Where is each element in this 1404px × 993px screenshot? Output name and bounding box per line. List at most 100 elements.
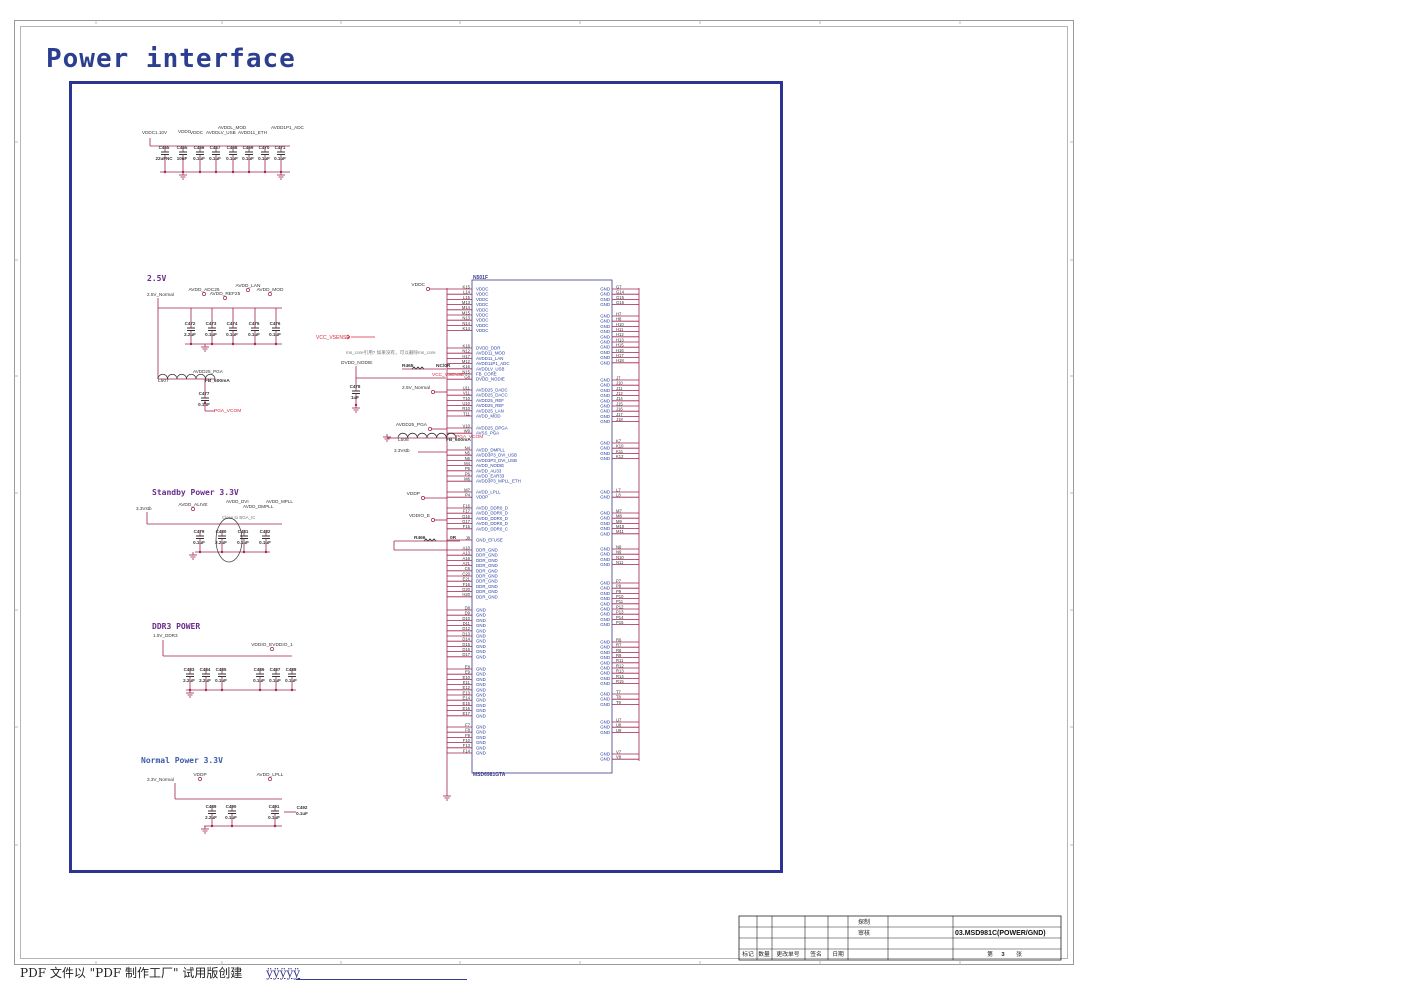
ic-pin-name: AVSS_PGA	[476, 431, 499, 436]
ic-pin-number: U11	[463, 385, 471, 390]
ic-pin-number: H7	[616, 311, 622, 316]
net-label: DVDD_NODIE	[341, 360, 372, 366]
ic-pin-name: GND	[600, 446, 610, 451]
title-block-header: 日期	[832, 951, 844, 958]
ic-pin-name: VDDC	[476, 292, 488, 297]
capacitor-ref: C489	[206, 804, 217, 809]
ic-pin-number: G20	[462, 587, 471, 592]
ic-pin-name: GND	[600, 697, 610, 702]
inductor-coil	[397, 432, 457, 439]
ic-pin-name: GND	[600, 340, 610, 345]
ic-pin-number: K10	[616, 444, 624, 449]
ic-pin-number: R9	[616, 653, 622, 658]
capacitor-value: 2.2uF	[205, 815, 217, 820]
ic-pin-number: K15	[463, 284, 471, 289]
ic-pin-number: J8	[466, 535, 471, 540]
ic-pin-name: GND	[600, 495, 610, 500]
net-label-red: VCC_VSENSE	[316, 335, 350, 341]
ic-pin-name: VDDC	[476, 318, 488, 323]
ic-pin-name: GND	[600, 757, 610, 762]
title-block-drawn: 探制	[858, 918, 870, 926]
capacitor-ref: C478	[350, 384, 361, 389]
ic-pin-number: R11	[616, 658, 624, 663]
ic-pin-number: T9	[616, 700, 622, 705]
capacitor-ref: C467	[210, 145, 221, 150]
ic-pin-name: GND	[600, 596, 610, 601]
ic-pin-number: H17	[616, 353, 624, 358]
ic-pin-number: J10	[616, 381, 623, 386]
ic-pin-name: AVDD_LPLL	[476, 490, 501, 495]
ic-pin-name: GND	[600, 586, 610, 591]
ic-pin-number: F13	[463, 743, 471, 748]
net-label: AVDDLV_USB	[206, 130, 236, 135]
resistor-zigzag	[423, 538, 437, 542]
capacitor-ref: C485	[216, 667, 227, 672]
ic-pin-name: GND	[600, 730, 610, 735]
ic-pin-number: N14	[462, 321, 470, 326]
ic-pin-name: GND	[600, 345, 610, 350]
section-title-2v5: 2.5V	[147, 274, 166, 283]
ic-pin-number: M12	[462, 359, 471, 364]
ic-pin-number: M10	[616, 524, 625, 529]
ic-pin-name: GND	[600, 419, 610, 424]
ic-pin-number: R8	[616, 648, 622, 653]
ic-pin-number: M7	[464, 487, 470, 492]
ic-pin-name: GND	[600, 591, 610, 596]
net-label: AVDD_ADC25	[188, 287, 219, 293]
ic-pin-number: N15	[462, 369, 470, 374]
ic-pin-name: AVDD3P3_DVI_USB	[476, 458, 517, 463]
capacitor-ref: C482	[260, 529, 271, 534]
ic-pin-name: GND	[476, 623, 486, 628]
capacitor-value: 0.1uF	[215, 678, 227, 683]
ic-pin-number: M7	[616, 508, 622, 513]
net-label: AVDD25_PGA	[193, 369, 224, 374]
title-block-header: 签名	[810, 950, 822, 958]
ic-pin-number: K16	[463, 343, 471, 348]
pdf-footer-link[interactable]: ÿÿÿÿÿ	[266, 966, 301, 980]
capacitor-value: 0.1uF	[193, 540, 205, 545]
capacitor-ref: C480	[216, 529, 227, 534]
net-label: 1.5V_DDR3	[153, 633, 178, 638]
capacitor-value: 2.2uF	[183, 678, 195, 683]
net-label: VDDC	[178, 129, 192, 134]
ic-pin-number: E17	[463, 711, 471, 716]
net-label: VDDP	[407, 491, 420, 497]
net-port	[246, 288, 250, 292]
ic-pin-name: GND	[600, 671, 610, 676]
capacitor-ref: C466	[194, 145, 205, 150]
capacitor-value: 0.1uF	[225, 815, 237, 820]
ic-pin-name: VDDC	[476, 328, 488, 333]
ic-pin-name: GND	[476, 672, 486, 677]
ic-pin-number: F16	[463, 503, 471, 508]
ic-pin-number: H16	[616, 348, 624, 353]
ic-pin-number: G14	[616, 290, 625, 295]
ic-pin-number: T10	[463, 396, 471, 401]
ic-pin-name: GND	[476, 677, 486, 682]
capacitor-ref: C481	[238, 529, 249, 534]
ic-pin-number: G16	[616, 300, 625, 305]
capacitor-value: 0.1uF	[209, 156, 221, 161]
ic-pin-name: VDDC	[476, 323, 488, 328]
ic-pin-number: D14	[462, 637, 470, 642]
inductor-value: FB_600mA	[205, 378, 230, 384]
capacitor-ref: C488	[286, 667, 297, 672]
ic-pin-name: VDDC	[476, 307, 488, 312]
net-label-red: PGA_VCOM	[214, 408, 241, 414]
footer-link-underline	[296, 979, 467, 980]
net-label: 2.5V_Normal	[147, 292, 174, 297]
sheet-number: 3	[1001, 952, 1005, 958]
ic-pin-name: GND	[476, 740, 486, 745]
ic-pin-name: AVDD11_LAN	[476, 356, 503, 361]
ic-pin-name: VDDC	[476, 287, 488, 292]
ic-pin-name: AVDD_DDR0_D	[476, 511, 508, 516]
title-block-header: 数量	[758, 950, 770, 958]
capacitor-ref: C475	[249, 321, 260, 326]
ic-pin-name: GND	[600, 388, 610, 393]
net-label: AVDDL_MOD	[218, 125, 247, 130]
ic-pin-name: DDR_GND	[476, 574, 498, 579]
ic-pin-number: A21	[463, 561, 471, 566]
net-label: AVDD_LAN	[236, 283, 262, 289]
capacitor-value: 0.1uF	[269, 678, 281, 683]
capacitor-ref: C469	[243, 145, 254, 150]
ic-pin-name: GND	[600, 329, 610, 334]
